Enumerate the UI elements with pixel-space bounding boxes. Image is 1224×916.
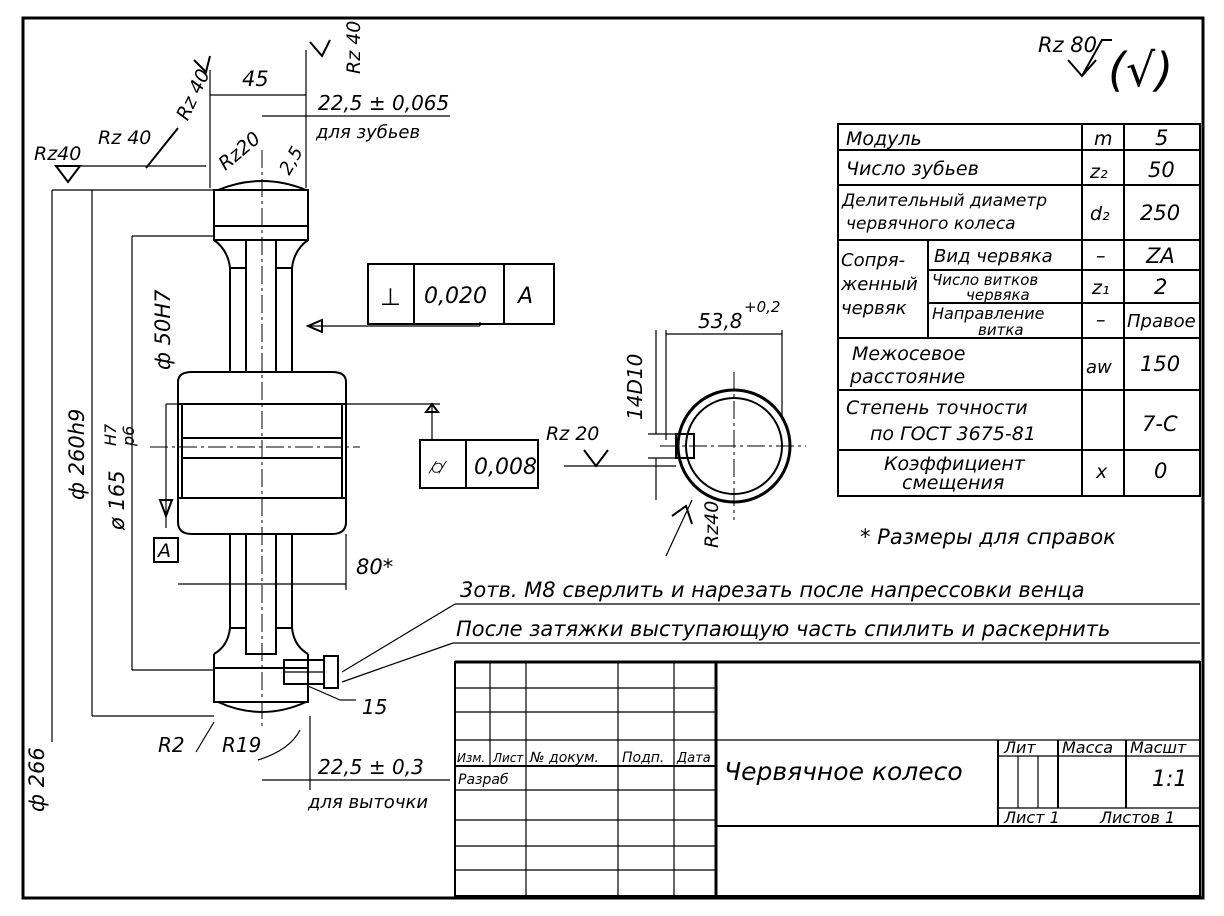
param-value-center: 150 xyxy=(1140,352,1180,376)
tol-perp-datum: А xyxy=(516,284,533,309)
reference-note: * Размеры для справок xyxy=(860,525,1116,549)
dim-d165: ø 165 xyxy=(105,470,129,531)
param-label-pitch-2: червячного колеса xyxy=(846,214,1016,234)
param-value-worm-type: ZA xyxy=(1145,244,1175,268)
tb-lit-label: Лит xyxy=(1003,738,1036,757)
dim-d266: ф 266 xyxy=(25,747,49,812)
param-symbol-teeth: z₂ xyxy=(1089,161,1108,183)
general-roughness-label: Rz 80 xyxy=(1038,33,1097,57)
param-group-3: червяк xyxy=(841,298,907,319)
tb-header-date: Дата xyxy=(676,751,711,766)
rz40-left-2: Rz 40 xyxy=(98,127,151,149)
dim-r2: R2 xyxy=(158,733,185,757)
param-value-shift: 0 xyxy=(1154,459,1167,483)
tb-part-name: Червячное колесо xyxy=(724,757,963,786)
param-symbol-center: aw xyxy=(1086,357,1112,378)
dim-15: 15 xyxy=(362,695,387,719)
tb-scale-value: 1:1 xyxy=(1152,767,1187,792)
title-block: Изм. Лист № докум. Подп. Дата Разраб Чер… xyxy=(454,660,1201,897)
main-view-dimensions: 45 22,5 ± 0,065 для зубьев 2,5 Rz40 Rz 4… xyxy=(25,21,555,813)
dim-53-8: 53,8 xyxy=(698,309,743,333)
tol-cyl-symbol: ⌭ xyxy=(428,455,447,480)
param-label-pitch-1: Делительный диаметр xyxy=(841,191,1047,211)
param-label-shift-1: Коэффициент xyxy=(884,453,1026,475)
param-symbol-direction: – xyxy=(1096,309,1106,331)
tb-sheets: Листов 1 xyxy=(1099,808,1175,827)
param-group-1: Сопря- xyxy=(841,250,905,271)
param-label-accuracy-1: Степень точности xyxy=(846,397,1028,419)
tb-header-sign: Подп. xyxy=(622,750,664,766)
tb-header-list: Лист xyxy=(492,751,524,765)
rz20-chamfer: Rz20 xyxy=(214,128,264,175)
param-symbol-shift: x xyxy=(1095,461,1108,483)
param-value-accuracy: 7-С xyxy=(1142,412,1178,436)
tol-cyl-value: 0,008 xyxy=(474,455,537,480)
rz40-top: Rz 40 xyxy=(343,21,365,74)
tb-developer: Разраб xyxy=(458,772,509,788)
tol-perp-value: 0,020 xyxy=(424,284,487,309)
params-table: Модуль m 5 Число зубьев z₂ 50 Делительны… xyxy=(837,123,1201,497)
sheet-frame xyxy=(21,16,1205,900)
dim-d50: ф 50Н7 xyxy=(151,289,175,370)
wheel-section-view xyxy=(150,150,360,730)
param-value-starts: 2 xyxy=(1154,275,1167,299)
param-label-direction-2: витка xyxy=(978,321,1024,339)
param-label-shift-2: смещения xyxy=(902,472,1004,494)
dim-22-5-teeth: 22,5 ± 0,065 xyxy=(318,91,449,115)
param-value-teeth: 50 xyxy=(1148,158,1175,182)
param-value-module: 5 xyxy=(1155,126,1168,150)
dim-2-5: 2,5 xyxy=(275,143,308,178)
param-label-starts-1: Число витков xyxy=(932,271,1038,289)
param-symbol-worm-type: – xyxy=(1096,245,1106,267)
param-label-center-1: Межосевое xyxy=(852,343,965,365)
rz40-diag: Rz 40 xyxy=(172,66,215,124)
param-label-accuracy-2: по ГОСТ 3675-81 xyxy=(870,423,1036,445)
rz40-top-left: Rz40 xyxy=(34,143,81,165)
dim-d260: ф 260h9 xyxy=(65,409,89,500)
tol-perp-symbol: ⊥ xyxy=(380,283,401,311)
dim-14d10: 14D10 xyxy=(623,354,647,420)
dim-d165-fit-bot: р6 xyxy=(119,426,138,447)
tb-scale-label: Масшт xyxy=(1130,738,1187,757)
param-label-center-2: расстояние xyxy=(849,366,965,388)
general-roughness-sign xyxy=(1067,39,1112,78)
rz20-key: Rz 20 xyxy=(546,423,599,445)
param-symbol-starts: z₁ xyxy=(1091,277,1110,299)
param-label-direction-1: Направление xyxy=(932,304,1045,323)
general-roughness-mark: (√) xyxy=(1108,43,1173,97)
dim-80: 80* xyxy=(356,555,393,579)
datum-label: А xyxy=(156,540,171,562)
dim-r19: R19 xyxy=(222,733,261,757)
param-label-worm-type: Вид червяка xyxy=(934,246,1053,267)
param-symbol-pitch: d₂ xyxy=(1090,203,1110,225)
note-holes: 3отв. М8 сверлить и нарезать после напре… xyxy=(460,578,1085,602)
hub-bore-view: 14D10 53,8 +0,2 Rz 20 Rz40 xyxy=(546,298,806,557)
dim-53-8-tol: +0,2 xyxy=(744,298,780,316)
dim-45: 45 xyxy=(242,67,269,91)
dim-22-5-groove-note: для выточки xyxy=(307,792,428,813)
tb-mass-label: Масса xyxy=(1062,738,1113,757)
dim-22-5-groove: 22,5 ± 0,3 xyxy=(318,755,424,779)
param-group-2: женный xyxy=(840,274,918,295)
param-value-direction: Правое xyxy=(1127,311,1196,332)
tb-sheet: Лист 1 xyxy=(1003,808,1060,827)
param-value-pitch: 250 xyxy=(1140,201,1180,225)
rz40-key: Rz40 xyxy=(701,501,723,548)
tb-header-izm: Изм. xyxy=(457,751,485,765)
dim-d165-fit-top: Н7 xyxy=(101,423,120,446)
param-label-starts-2: червяка xyxy=(966,286,1030,304)
param-symbol-module: m xyxy=(1094,128,1113,150)
param-label-module: Модуль xyxy=(846,128,922,150)
param-label-teeth: Число зубьев xyxy=(846,158,979,180)
dim-22-5-teeth-note: для зубьев xyxy=(315,122,420,143)
note-staking: После затяжки выступающую часть спилить … xyxy=(456,617,1110,641)
tb-header-doc: № докум. xyxy=(529,750,599,766)
